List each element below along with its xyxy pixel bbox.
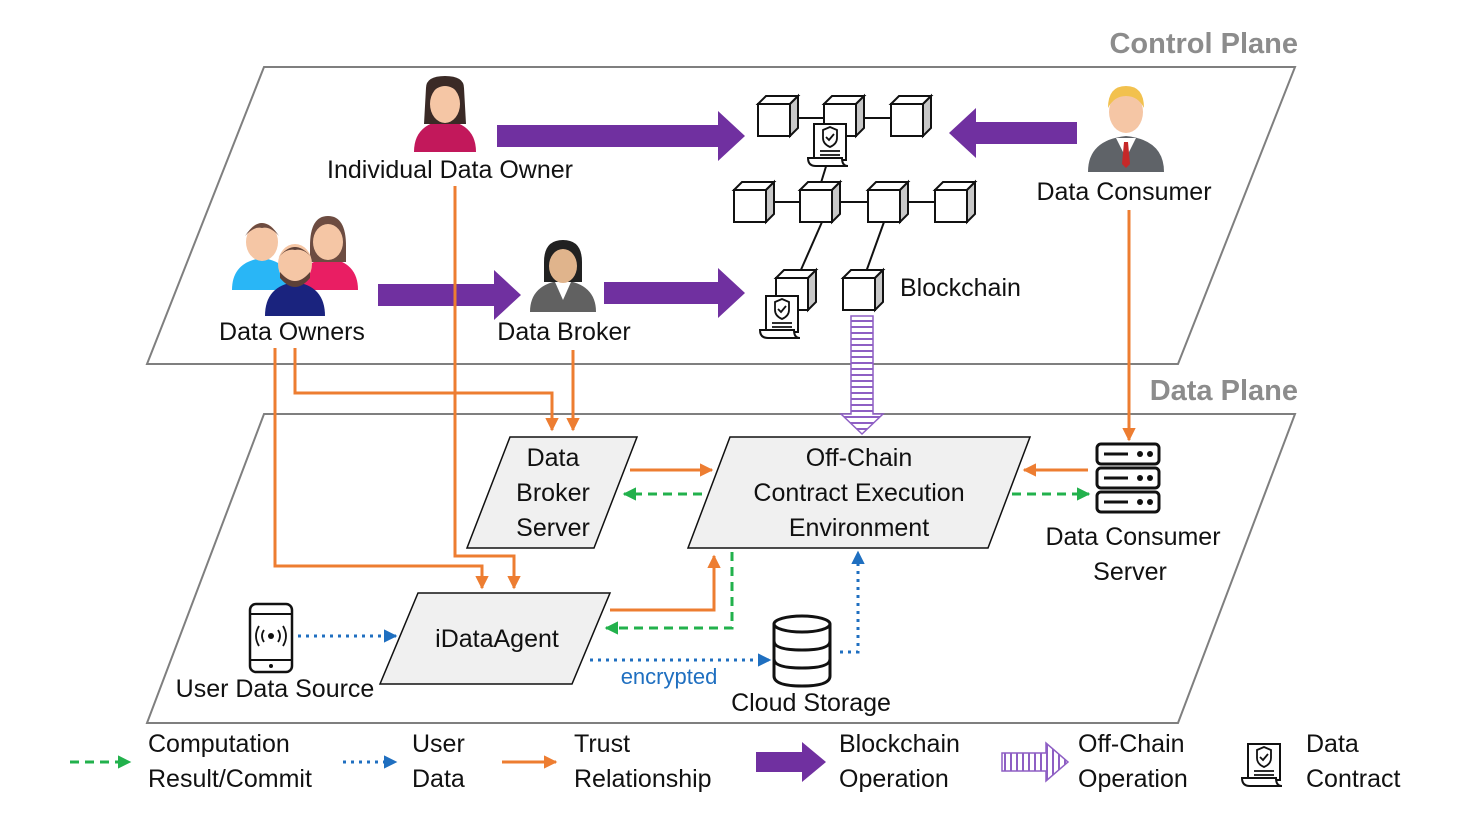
- offchain-op-arrow: [839, 315, 885, 436]
- user-data-source-label: User Data Source: [176, 675, 375, 703]
- consumer-server-label-line1: Data Consumer: [1045, 523, 1220, 551]
- data-consumer-icon: [1088, 86, 1164, 172]
- consumer-server-label-line2: Server: [1093, 558, 1167, 586]
- legend-label: Relationship: [574, 765, 712, 793]
- offchain-env-label-line3: Environment: [789, 514, 929, 542]
- trust-arrow: [453, 186, 521, 590]
- legend-label: Off-Chain: [1078, 730, 1185, 758]
- legend-label: Result/Commit: [148, 765, 312, 793]
- legend-purple-block-arrow-icon: [756, 742, 826, 782]
- broker-server-label-line3: Server: [516, 514, 590, 542]
- broker-server-label-line2: Broker: [516, 479, 590, 507]
- legend-label: User: [412, 730, 465, 758]
- data-owners-label: Data Owners: [219, 318, 365, 346]
- control-plane-title: Control Plane: [1109, 28, 1298, 60]
- broker-server-node: [465, 436, 639, 549]
- idataagent-label: iDataAgent: [435, 625, 559, 653]
- legend-label: Data: [412, 765, 465, 793]
- legend-label: Contract: [1306, 765, 1401, 793]
- data-contract-icon: [759, 295, 801, 339]
- computation-arrow: [604, 552, 734, 635]
- trust-arrow: [610, 554, 721, 612]
- offchain-env-label-line2: Contract Execution: [753, 479, 964, 507]
- trust-relationships: [273, 186, 1136, 612]
- legend-label: Operation: [1078, 765, 1188, 793]
- individual-owner-label: Individual Data Owner: [327, 156, 573, 184]
- idataagent-node: [378, 592, 612, 685]
- legend-label: Data: [1306, 730, 1359, 758]
- data-contract-icon: [807, 123, 849, 167]
- cloud-storage-label: Cloud Storage: [731, 689, 891, 717]
- data-owners-icon: [232, 216, 358, 316]
- blockchain-op-arrow: [378, 270, 521, 320]
- data-plane-title: Data Plane: [1150, 375, 1298, 407]
- broker-server-label-line1: Data: [527, 444, 580, 472]
- offchain-env-node: [686, 436, 1032, 549]
- offchain-env-label-line1: Off-Chain: [806, 444, 913, 472]
- user-data-arrow: [840, 550, 865, 654]
- blockchain-op-arrow: [497, 111, 745, 161]
- blockchain-label: Blockchain: [900, 274, 1021, 302]
- trust-arrow: [273, 348, 489, 590]
- legend-striped-block-arrow-icon: [1001, 741, 1070, 783]
- legend-label: Operation: [839, 765, 949, 793]
- legend-label: Computation: [148, 730, 290, 758]
- computation-flows: [604, 487, 1091, 635]
- database-icon: [772, 614, 832, 688]
- individual-owner-icon: [414, 76, 476, 152]
- data-consumer-label: Data Consumer: [1036, 178, 1211, 206]
- data-broker-label: Data Broker: [497, 318, 630, 346]
- legend-label: Trust: [574, 730, 630, 758]
- data-broker-icon: [530, 240, 596, 312]
- encrypted-label: encrypted: [621, 664, 718, 689]
- server-icon: [1095, 442, 1161, 514]
- blockchain-op-arrow: [604, 268, 745, 318]
- legend-contract-scroll-icon: [1241, 743, 1283, 787]
- legend-label: Blockchain: [839, 730, 960, 758]
- legend: Computation Result/Commit User Data Trus…: [70, 730, 1401, 793]
- trust-arrow: [293, 348, 559, 432]
- smartphone-icon: [248, 602, 294, 674]
- user-data-flows: [298, 550, 865, 667]
- blockchain-op-arrow: [949, 108, 1077, 158]
- blockchain-network: [733, 95, 976, 339]
